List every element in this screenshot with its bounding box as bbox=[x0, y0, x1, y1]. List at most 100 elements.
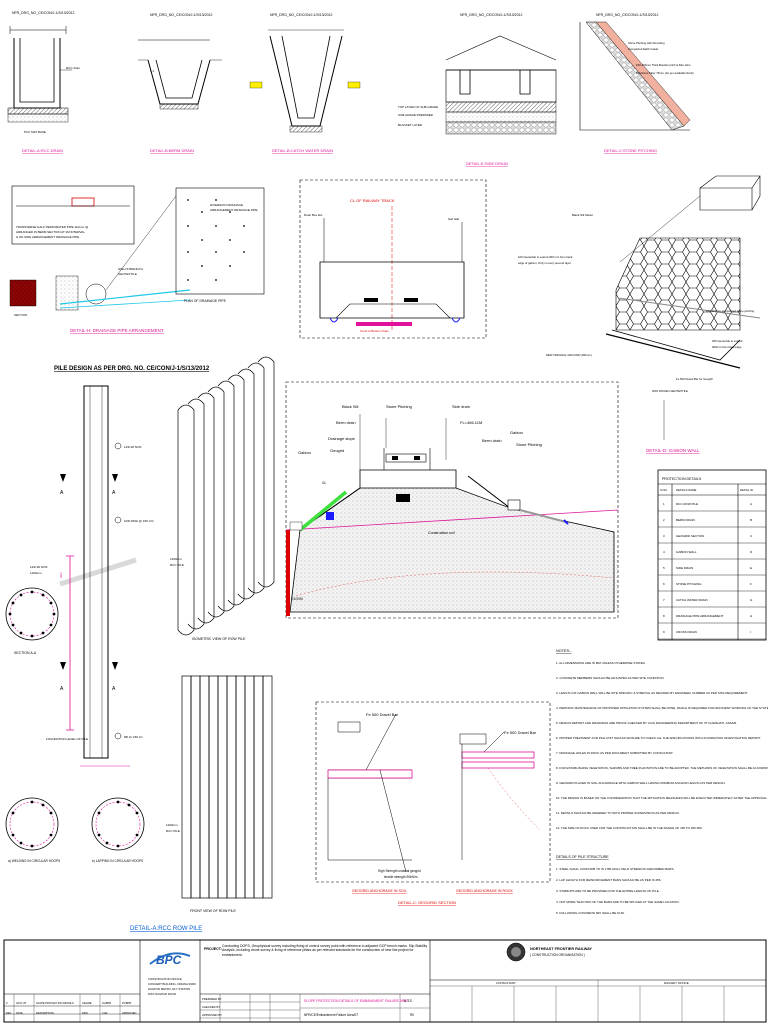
svg-text:15.00M: 15.00M bbox=[292, 597, 303, 601]
pile-design-heading: PILE DESIGN AS PER DRG. NO. CE/CON/J-1/S… bbox=[54, 366, 210, 372]
table-cell-sno: 3 bbox=[663, 534, 665, 538]
svg-text:SECTION: SECTION bbox=[14, 313, 27, 317]
rev-table-cell: DESCRIPTION bbox=[36, 1011, 54, 1015]
note-line: 3. LENGTH OF GABION WALL WILL BE SITE SP… bbox=[556, 691, 748, 695]
note-line: 8. FOR ESTABLISHING VEGETATION, SHRUBS A… bbox=[556, 766, 768, 770]
track-cross-section: CL OF RAILWAY TRACK Drain Box Ext Soil s… bbox=[299, 179, 487, 339]
rev-table-cell: DATE bbox=[16, 1011, 23, 1015]
svg-text:Black Silt: Black Silt bbox=[342, 404, 359, 409]
table-header: S.NO. bbox=[660, 488, 668, 492]
svg-text:A: A bbox=[60, 686, 64, 692]
rev-table-cell: 0 bbox=[6, 1001, 8, 1005]
svg-text:DETAILS OF PILE STRUCTURE: DETAILS OF PILE STRUCTURE bbox=[556, 855, 609, 859]
svg-text:DETAIL-E:SIDE DRAIN: DETAIL-E:SIDE DRAIN bbox=[466, 161, 508, 166]
geogrid-section: Fe 500 Dowel Bar Fe 500 Dowel Bar High S… bbox=[315, 701, 551, 905]
table-cell-name: GEOGRID SECTION bbox=[676, 534, 704, 538]
svg-text:FL=466.11M: FL=466.11M bbox=[460, 420, 482, 425]
svg-text:NFR_DRG_NO_CE/CON/J-1/S/13/201: NFR_DRG_NO_CE/CON/J-1/S/13/2012 bbox=[150, 13, 212, 17]
svg-text:A: A bbox=[60, 490, 64, 496]
svg-text:Stone Pitching: Stone Pitching bbox=[516, 442, 542, 447]
svg-text:RCC PILE: RCC PILE bbox=[166, 829, 180, 833]
svg-text:Gabion: Gabion bbox=[510, 430, 523, 435]
svg-text:SECTION A-A: SECTION A-A bbox=[14, 651, 37, 655]
table-header: DETAIL ID bbox=[740, 488, 753, 492]
svg-text:GL: GL bbox=[322, 481, 326, 485]
svg-text:20m: 20m bbox=[59, 572, 63, 578]
table-cell-sno: 9 bbox=[663, 630, 665, 634]
svg-text:A: A bbox=[112, 490, 116, 496]
svg-text:1:1: 1:1 bbox=[150, 69, 155, 73]
drainage-pipe-detail: TRANSVERSE HALF PERFORATED PIPE 110mm @ … bbox=[9, 185, 265, 333]
svg-text:Fe 500 Dowel Bar: Fe 500 Dowel Bar bbox=[366, 712, 399, 717]
svg-text:PCC M15 BASE: PCC M15 BASE bbox=[24, 130, 46, 134]
svg-text:1200mm: 1200mm bbox=[170, 557, 182, 561]
svg-text:Berm drain: Berm drain bbox=[336, 420, 356, 425]
table-cell-sno: 4 bbox=[663, 550, 665, 554]
svg-text:8Φ 2L 150 c/c: 8Φ 2L 150 c/c bbox=[124, 735, 143, 739]
project-text: Conducting DGPS, Geophysical survey incl… bbox=[222, 944, 428, 957]
table-cell-sno: 6 bbox=[663, 582, 665, 586]
svg-text:APPROVED BY: APPROVED BY bbox=[202, 1013, 222, 1017]
svg-text:HIGH STRENGTH: HIGH STRENGTH bbox=[118, 267, 143, 271]
svg-text:NORTHEAST FRONTIER RAILWAY: NORTHEAST FRONTIER RAILWAY bbox=[530, 947, 593, 951]
svg-text:PROTECTION DETAILS: PROTECTION DETAILS bbox=[662, 477, 702, 481]
svg-text:b) LAPPING IN CIRCULAR HOOPS: b) LAPPING IN CIRCULAR HOOPS bbox=[92, 859, 143, 863]
table-cell-id: H bbox=[750, 614, 752, 618]
svg-text:GEOGRID ANCHORAGE IN ROCK: GEOGRID ANCHORAGE IN ROCK bbox=[456, 889, 514, 893]
svg-text:Polythene Filter 75mm (As per: Polythene Filter 75mm (As per available … bbox=[636, 71, 694, 75]
svg-text:ISOMETRIC VIEW OF ROW PILE: ISOMETRIC VIEW OF ROW PILE bbox=[192, 637, 246, 641]
org-address-line: NAGPUR METRO, RLY STATION bbox=[148, 987, 190, 991]
table-cell-name: CATCH WATER DRAIN bbox=[676, 598, 708, 602]
svg-text:GEOGRID ANCHORAGE IN SOIL: GEOGRID ANCHORAGE IN SOIL bbox=[352, 889, 407, 893]
svg-text:NEW ORIGINAL GROUND (300mm): NEW ORIGINAL GROUND (300mm) bbox=[546, 353, 592, 357]
svg-text:TOP LAYER OF SUB-GRADE: TOP LAYER OF SUB-GRADE bbox=[398, 105, 438, 109]
svg-text:( CONSTRUCTION ORGANISATION ): ( CONSTRUCTION ORGANISATION ) bbox=[530, 953, 585, 957]
rev-table-cell: SL/BPR bbox=[102, 1001, 111, 1005]
table-cell-name: BERM DRAIN bbox=[676, 518, 695, 522]
svg-text:edge of gabion, Only in every: edge of gabion, Only in every second lay… bbox=[518, 261, 571, 265]
svg-text:ARRANGEMENT DRAINAGE PIPE: ARRANGEMENT DRAINAGE PIPE bbox=[210, 208, 257, 212]
svg-text:NOTES:-: NOTES:- bbox=[556, 649, 572, 653]
svg-text:FOUNDATION LEVEL OF PILE: FOUNDATION LEVEL OF PILE bbox=[46, 737, 88, 741]
table-cell-id: C bbox=[750, 534, 753, 538]
org-address-line: CONSTRUCTION OFFICE bbox=[148, 977, 182, 981]
pile-note-line: 4. NOT MORE THAN 50% OF THE BARS ARE TO … bbox=[556, 900, 680, 904]
table-cell-id: E bbox=[750, 566, 752, 570]
svg-text:DETAIL-B:BERM DRAIN: DETAIL-B:BERM DRAIN bbox=[150, 148, 194, 153]
table-header: DETAILS NAME bbox=[676, 488, 696, 492]
svg-text:A: A bbox=[112, 686, 116, 692]
table-cell-name: CROSS DRAIN bbox=[676, 630, 697, 634]
table-cell-id: B bbox=[750, 518, 752, 522]
table-cell-sno: 1 bbox=[663, 502, 665, 506]
pile-note-line: 3. STIRRUPS ARE TO BE PROVIDED FOR THE E… bbox=[556, 889, 660, 893]
notes-block: NOTES:- 1. ALL DIMENSIONS ARE IN MM UNLE… bbox=[556, 649, 768, 915]
table-cell-sno: 8 bbox=[663, 614, 665, 618]
svg-text:NON WOVEN GEOTEXTILE: NON WOVEN GEOTEXTILE bbox=[652, 389, 688, 393]
gabion-wall-title: DETAIL-D: GABION WALL bbox=[646, 448, 700, 453]
table-cell-name: RCC ROW PILE bbox=[676, 502, 698, 506]
svg-text:Drain Box Ext: Drain Box Ext bbox=[304, 213, 323, 217]
table-cell-id: D bbox=[750, 550, 753, 554]
svg-text:300 Geotextile to extend: 300 Geotextile to extend bbox=[712, 339, 743, 343]
svg-text:& ON SIDE ARRANGEMENT DRAINAGE: & ON SIDE ARRANGEMENT DRAINAGE PIPE bbox=[16, 235, 79, 239]
svg-text:Gabion: Gabion bbox=[298, 450, 311, 455]
isometric-row-pile: 1200mm RCC PILE ISOMETRIC VIEW OF ROW PI… bbox=[170, 356, 275, 641]
protection-table: PROTECTION DETAILS S.NO. DETAILS NAME DETA… bbox=[657, 469, 767, 641]
svg-text:12Φ-20 NOS: 12Φ-20 NOS bbox=[124, 445, 141, 449]
bpc-logo: BPC bbox=[156, 953, 182, 967]
drainage-pipe-title: DETAIL-H: DRAINAGE PIPE ARRANGEMENT bbox=[70, 328, 164, 333]
svg-text:CL OF RAILWAY TRACK: CL OF RAILWAY TRACK bbox=[350, 198, 395, 203]
embankment-section: SD Black Silt Stone Pitching Side drain … bbox=[285, 381, 619, 619]
note-line: 1. ALL DIMENSIONS ARE IN MM UNLESS OTHER… bbox=[556, 661, 646, 665]
svg-text:100-200mm Compacted stone pitc: 100-200mm Compacted stone pitching bbox=[706, 309, 754, 313]
table-cell-id: A bbox=[750, 502, 752, 506]
gabion-wall-detail: Black Silt Metal 100 Geotextile to exten… bbox=[518, 175, 761, 453]
note-line: 11. DETAILS SHOULD BE ADHERED TO WITH PR… bbox=[556, 811, 680, 815]
section-aa: 12Φ-20 NOS 1200mm SECTION A-A bbox=[5, 565, 59, 655]
table-cell-name: SIDE DRAIN bbox=[676, 566, 693, 570]
svg-text:R0: R0 bbox=[410, 1013, 414, 1017]
rev-table-cell: APPROVED bbox=[122, 1011, 137, 1015]
note-line: 5. DESIGN REPORT AND DRAWINGS ARE PROOF … bbox=[556, 721, 737, 725]
catch-water-drain-title: DETAIL-B:CATCH WATER DRAIN bbox=[272, 148, 333, 153]
